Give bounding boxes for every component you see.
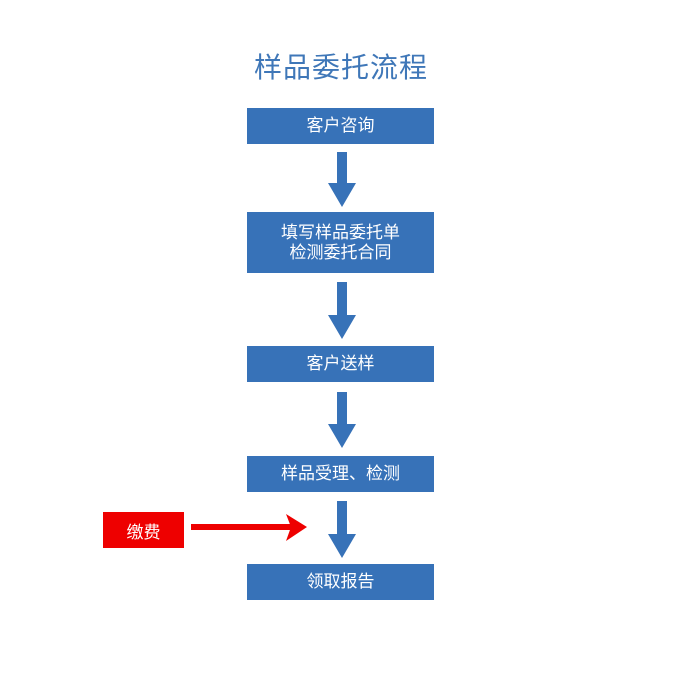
step-sample-acceptance-testing: 样品受理、检测 — [247, 456, 434, 492]
step-customer-consultation: 客户咨询 — [247, 108, 434, 144]
step-label: 客户送样 — [306, 354, 375, 374]
step-label-line-1: 填写样品委托单 — [281, 222, 400, 243]
step-label: 客户咨询 — [306, 116, 375, 136]
step-fill-forms: 填写样品委托单 检测委托合同 — [247, 212, 434, 273]
down-arrow-4 — [328, 501, 356, 558]
diagram-title: 样品委托流程 — [253, 51, 428, 84]
step-label: 样品受理、检测 — [281, 464, 400, 484]
step-label: 领取报告 — [306, 572, 375, 592]
step-label-line-2: 检测委托合同 — [289, 242, 392, 263]
down-arrow-2 — [328, 282, 356, 339]
down-arrow-1 — [328, 152, 356, 207]
payment-arrow — [191, 514, 307, 541]
down-arrow-3 — [328, 392, 356, 448]
payment-box: 缴费 — [103, 512, 184, 548]
step-collect-report: 领取报告 — [247, 564, 434, 600]
step-customer-sends-sample: 客户送样 — [247, 346, 434, 382]
payment-label: 缴费 — [126, 522, 161, 543]
